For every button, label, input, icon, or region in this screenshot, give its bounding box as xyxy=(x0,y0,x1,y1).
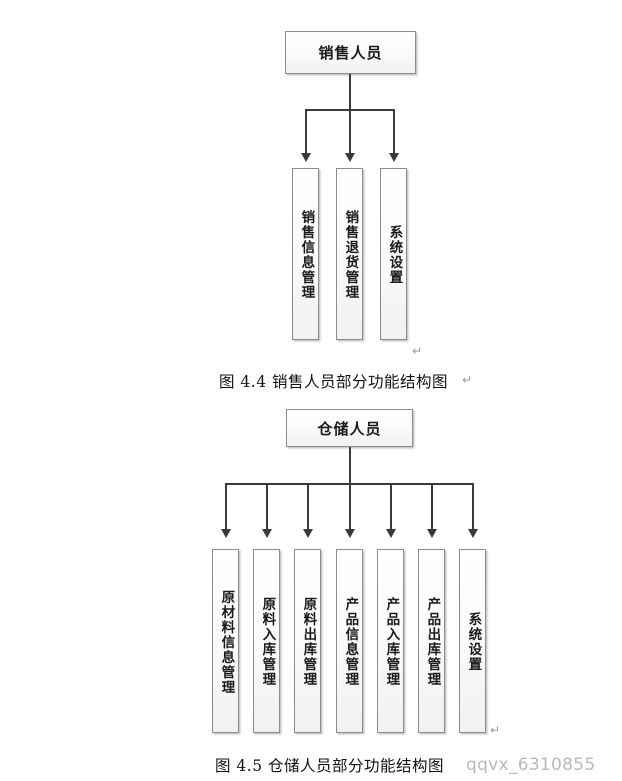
node-leaf-system-settings[interactable]: 系统设置 xyxy=(380,168,407,340)
node-label: 系统设置 xyxy=(465,612,482,672)
node-label: 原料出库管理 xyxy=(300,597,317,687)
connector-drop-3 xyxy=(393,109,395,155)
connector-drop-1 xyxy=(225,483,227,531)
connector-drop-3 xyxy=(307,483,309,531)
node-leaf-product-info-mgmt[interactable]: 产品信息管理 xyxy=(336,549,363,733)
node-label: 销售退货管理 xyxy=(342,210,359,300)
connector-drop-2 xyxy=(266,483,268,531)
node-leaf-sales-return-mgmt[interactable]: 销售退货管理 xyxy=(336,168,363,340)
node-label: 销售信息管理 xyxy=(298,210,315,300)
node-label: 产品信息管理 xyxy=(342,597,359,687)
node-leaf-product-inbound-mgmt[interactable]: 产品入库管理 xyxy=(377,549,404,733)
node-leaf-raw-material-info-mgmt[interactable]: 原材料信息管理 xyxy=(212,549,239,733)
connector-stem xyxy=(349,74,351,110)
node-label: 原材料信息管理 xyxy=(218,589,235,695)
node-label: 系统设置 xyxy=(386,225,403,285)
arrow-head-2 xyxy=(262,529,272,538)
return-mark-caption-1: ↵ xyxy=(462,373,473,387)
connector-stem xyxy=(349,447,351,484)
watermark-text: qqvx_6310855 xyxy=(466,755,596,775)
caption-figure-4-4: 图 4.4 销售人员部分功能结构图 xyxy=(219,373,449,391)
node-label: 仓储人员 xyxy=(317,419,382,438)
node-leaf-raw-material-outbound-mgmt[interactable]: 原料出库管理 xyxy=(294,549,321,733)
return-mark-1: ↵ xyxy=(412,344,423,358)
connector-drop-4 xyxy=(349,483,351,531)
arrow-head-3 xyxy=(389,153,399,162)
arrow-head-3 xyxy=(303,529,313,538)
arrow-head-2 xyxy=(345,153,355,162)
node-leaf-sales-info-mgmt[interactable]: 销售信息管理 xyxy=(292,168,319,340)
node-label: 原料入库管理 xyxy=(259,597,276,687)
caption-figure-4-5: 图 4.5 仓储人员部分功能结构图 xyxy=(215,757,445,775)
connector-drop-7 xyxy=(472,483,474,531)
connector-drop-2 xyxy=(349,109,351,155)
node-label: 产品出库管理 xyxy=(424,597,441,687)
node-root-sales-staff[interactable]: 销售人员 xyxy=(285,31,416,74)
arrow-head-5 xyxy=(386,529,396,538)
arrow-head-7 xyxy=(468,529,478,538)
arrow-head-1 xyxy=(301,153,311,162)
arrow-head-6 xyxy=(427,529,437,538)
node-label: 产品入库管理 xyxy=(383,597,400,687)
node-label: 销售人员 xyxy=(318,44,383,62)
connector-drop-1 xyxy=(305,109,307,155)
arrow-head-1 xyxy=(221,529,231,538)
node-leaf-product-outbound-mgmt[interactable]: 产品出库管理 xyxy=(418,549,445,733)
node-leaf-system-settings[interactable]: 系统设置 xyxy=(459,549,486,733)
node-root-warehouse-staff[interactable]: 仓储人员 xyxy=(286,409,413,447)
node-leaf-raw-material-inbound-mgmt[interactable]: 原料入库管理 xyxy=(253,549,280,733)
connector-drop-6 xyxy=(431,483,433,531)
return-mark-2: ↵ xyxy=(490,723,501,737)
arrow-head-4 xyxy=(345,529,355,538)
connector-drop-5 xyxy=(390,483,392,531)
